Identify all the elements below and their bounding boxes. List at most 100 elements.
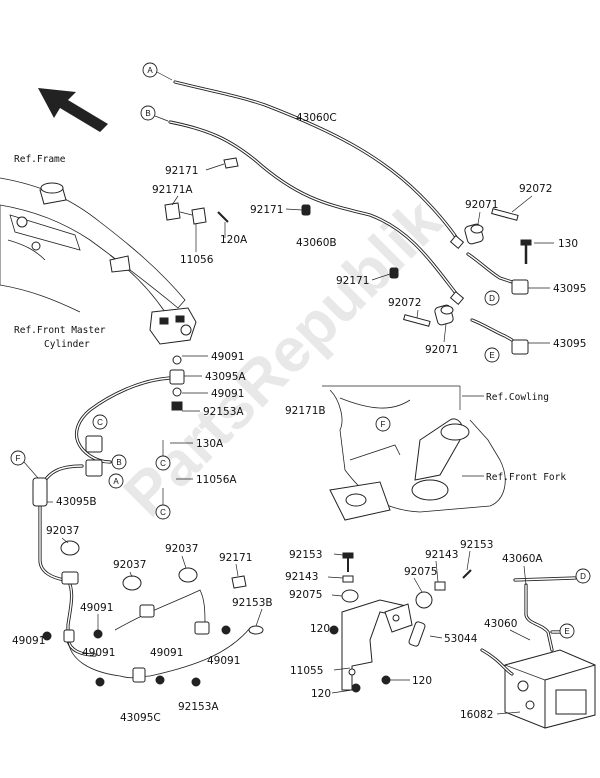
part-11056A: 11056A — [196, 474, 237, 486]
part-92072-mid: 92072 — [388, 297, 421, 309]
junction-box-left — [85, 435, 103, 477]
svg-text:E: E — [489, 351, 494, 360]
abs-unit-drawing — [480, 576, 596, 729]
svg-text:A: A — [147, 66, 153, 75]
part-92153A-bot: 92153A — [178, 701, 219, 713]
part-92153B: 92153B — [232, 597, 273, 609]
part-130A: 130A — [196, 438, 224, 450]
part-120-2: 120 — [311, 688, 331, 700]
svg-text:C: C — [97, 418, 103, 427]
brake-hose-e — [470, 318, 529, 355]
flare-nut — [449, 235, 465, 249]
svg-text:D: D — [489, 294, 495, 303]
part-49091-4: 49091 — [12, 635, 45, 647]
ref-frame-label: Ref.Frame — [14, 154, 66, 165]
brake-hose-d — [466, 252, 529, 295]
clamp-92171-r — [389, 267, 399, 279]
front-direction-arrow-icon — [38, 88, 108, 132]
master-cylinder-drawing — [149, 307, 197, 345]
bracket-11056 — [109, 255, 131, 273]
leader-lines — [47, 163, 554, 715]
hose-43095B — [32, 464, 84, 582]
svg-text:F: F — [16, 454, 21, 463]
ref-cowling-label: Ref.Cowling — [486, 392, 549, 403]
part-92171-bot: 92171 — [219, 552, 252, 564]
part-92071-top: 92071 — [465, 199, 498, 211]
part-92153A-top: 92153A — [203, 406, 244, 418]
part-92143-2: 92143 — [425, 549, 458, 561]
junction-43095A — [169, 355, 185, 411]
part-43095B: 43095B — [56, 496, 97, 508]
part-92037-l: 92037 — [46, 525, 79, 537]
part-92171B: 92171B — [285, 405, 326, 417]
callout-e-2: E — [559, 623, 575, 639]
front-fork-drawing — [322, 385, 506, 521]
part-92171-mid: 92171 — [250, 204, 283, 216]
part-53044: 53044 — [444, 633, 478, 645]
part-43095C: 43095C — [120, 712, 161, 724]
part-92171-top: 92171 — [165, 165, 198, 177]
part-120-1: 120 — [310, 623, 330, 635]
part-92037-m: 92037 — [113, 559, 146, 571]
clamp-92171-top — [223, 157, 239, 169]
callout-d-1: D — [484, 290, 500, 306]
bracket-92171A — [164, 202, 207, 225]
brake-pipe-43060B — [168, 120, 460, 298]
svg-text:B: B — [145, 109, 150, 118]
callout-f-2: F — [375, 416, 391, 432]
callout-b-2: B — [111, 454, 127, 470]
part-120-3: 120 — [412, 675, 432, 687]
callout-b-top: B — [140, 105, 169, 122]
brake-pipe-43060C — [173, 80, 460, 242]
svg-text:B: B — [116, 458, 121, 467]
part-120A: 120A — [220, 234, 248, 246]
bracket-11055-drawing — [329, 552, 472, 693]
svg-text:D: D — [580, 572, 586, 581]
part-92071-mid: 92071 — [425, 344, 458, 356]
callout-c-2: C — [155, 440, 171, 471]
svg-text:C: C — [160, 508, 166, 517]
part-16082: 16082 — [460, 709, 493, 721]
part-43060A: 43060A — [502, 553, 543, 565]
svg-text:F: F — [381, 420, 386, 429]
ref-fork-label: Ref.Front Fork — [486, 472, 566, 483]
part-130: 130 — [558, 238, 578, 250]
svg-text:A: A — [113, 477, 119, 486]
callout-c-1: C — [92, 414, 108, 430]
part-43060B: 43060B — [296, 237, 337, 249]
grommet-92071-mid — [434, 304, 454, 326]
part-43060: 43060 — [484, 618, 517, 630]
part-92153-2: 92153 — [460, 539, 493, 551]
callout-f-1: F — [10, 450, 39, 479]
part-49091-5: 49091 — [82, 647, 115, 659]
part-11055: 11055 — [290, 665, 323, 677]
ref-master-label-1: Ref.Front Master — [14, 325, 106, 336]
callout-d-2: D — [575, 568, 591, 584]
brake-line-lower — [42, 571, 264, 687]
part-92153-1: 92153 — [289, 549, 322, 561]
part-43095-2: 43095 — [553, 338, 586, 350]
part-92171A: 92171A — [152, 184, 193, 196]
part-92143-1: 92143 — [285, 571, 318, 583]
part-49091-2: 49091 — [211, 388, 244, 400]
part-43060C: 43060C — [296, 112, 337, 124]
clip-92072-top — [491, 208, 519, 221]
part-92171-r: 92171 — [336, 275, 369, 287]
callout-a-2: A — [108, 473, 124, 489]
svg-text:E: E — [564, 627, 569, 636]
part-92037-r: 92037 — [165, 543, 198, 555]
brake-pipe-left — [74, 376, 172, 464]
ref-master-label-2: Cylinder — [44, 339, 90, 350]
part-43095-1: 43095 — [553, 283, 586, 295]
flare-nut — [449, 291, 465, 305]
bolt-130 — [520, 239, 532, 264]
callout-c-3: C — [155, 488, 171, 520]
grommet-92071-top — [464, 223, 484, 245]
part-92075-1: 92075 — [289, 589, 322, 601]
frame-drawing — [0, 177, 186, 313]
part-92075-2: 92075 — [404, 566, 437, 578]
callout-a-top: A — [142, 62, 173, 81]
svg-text:C: C — [160, 459, 166, 468]
part-49091-3: 49091 — [80, 602, 113, 614]
callout-e-1: E — [484, 347, 500, 363]
